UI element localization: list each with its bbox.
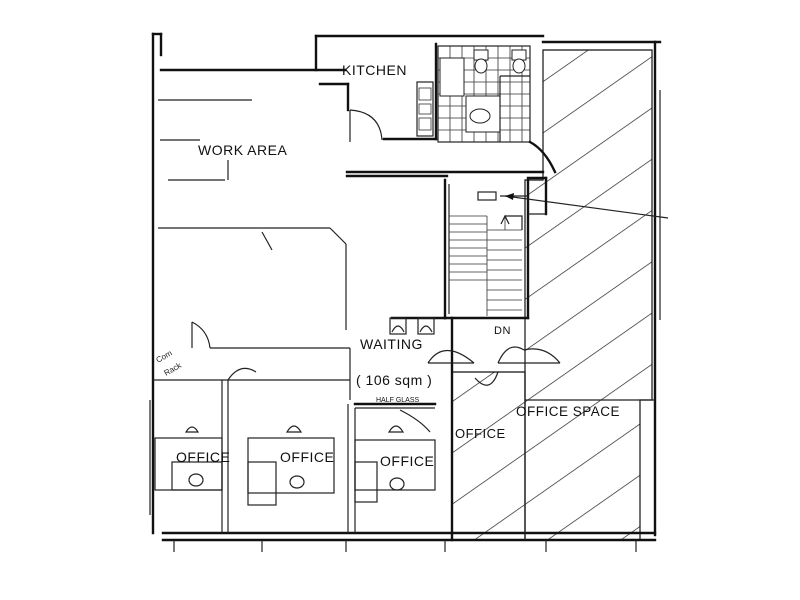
office-desk-1 xyxy=(154,426,223,491)
label-office-1: OFFICE xyxy=(176,449,230,465)
label-office-2: OFFICE xyxy=(280,449,334,465)
hatched-area-corridor xyxy=(451,371,526,541)
pointer-arrow xyxy=(504,193,669,219)
office-space-partitions xyxy=(524,372,655,540)
label-office-4: OFFICE xyxy=(455,426,506,441)
label-office-space: OFFICE SPACE xyxy=(516,404,620,419)
hatched-area-east xyxy=(524,49,653,541)
label-half-glass: HALF GLASS xyxy=(376,397,420,404)
stairwell xyxy=(443,178,530,320)
label-area: ( 106 sqm ) xyxy=(356,372,432,388)
work-area-room xyxy=(158,99,347,330)
waiting-room xyxy=(210,316,561,542)
kitchen-room xyxy=(318,42,438,142)
label-waiting: WAITING xyxy=(360,336,423,352)
label-com-rack-line2: Rack xyxy=(163,360,184,377)
bathroom-room xyxy=(437,45,531,143)
label-office-3: OFFICE xyxy=(380,453,434,469)
label-work-area: WORK AREA xyxy=(198,142,287,158)
label-com-rack-line1: Com xyxy=(155,348,174,364)
office-desk-2 xyxy=(247,425,335,506)
outer-walls xyxy=(149,32,662,552)
label-kitchen: KITCHEN xyxy=(342,62,407,78)
corridor-walls xyxy=(345,140,557,178)
label-dn: DN xyxy=(494,325,511,337)
east-column xyxy=(526,176,548,216)
office-desk-3 xyxy=(354,425,436,503)
